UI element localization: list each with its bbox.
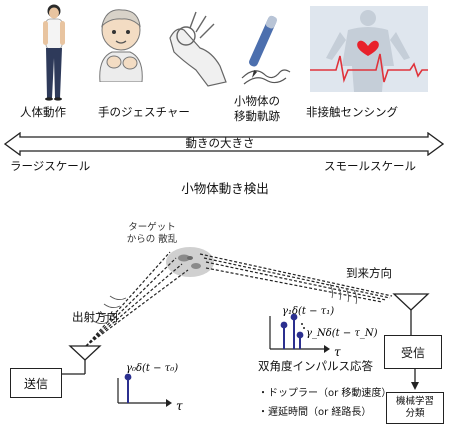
scale-double-arrow — [4, 132, 444, 156]
rx-impulse-plot — [269, 313, 330, 353]
tx-impulse-formula: γ₀δ(t − τ₀) — [126, 363, 178, 374]
target-label: ターゲット からの 散乱 — [126, 222, 178, 246]
feature-delay: ・遅延時間（or 経路長） — [258, 407, 372, 418]
emission-rays — [85, 251, 189, 347]
heart-icon — [357, 40, 379, 56]
human-figure-icon — [43, 4, 65, 101]
tx-antenna-icon — [62, 345, 102, 375]
transmitter-label: 送信 — [23, 376, 48, 391]
label-contactless-sensing: 非接触センシング — [306, 105, 398, 119]
tx-axis-label: τ — [176, 399, 183, 413]
scale-center-label: 動きの大きさ — [185, 136, 255, 150]
receiver-label: 受信 — [400, 345, 425, 360]
vital-sign-body-icon — [310, 6, 428, 92]
transmitter-box: 送信 — [10, 368, 62, 398]
child-gesture-icon — [99, 9, 143, 82]
section-title: 小物体動き検出 — [181, 181, 269, 196]
ml-label-line1: 機械学習 — [395, 396, 434, 408]
scale-left-label: ラージスケール — [10, 159, 91, 173]
ml-classifier-box: 機械学習 分類 — [386, 392, 444, 424]
emit-direction-label: 出射方向 — [72, 310, 118, 324]
rx-antenna-icon — [392, 293, 430, 335]
pen-trajectory-icon — [241, 15, 291, 85]
arrival-rays — [199, 253, 393, 303]
label-human-motion: 人体動作 — [20, 105, 66, 119]
ml-label-line2: 分類 — [405, 408, 425, 419]
hand-gesture-icon — [169, 11, 227, 87]
label-hand-gesture: 手のジェスチャー — [98, 105, 190, 119]
feature-doppler: ・ドップラー（or 移動速度） — [258, 388, 392, 399]
tx-impulse-plot — [117, 373, 172, 407]
arrival-direction-label: 到来方向 — [346, 266, 392, 280]
feature-list: ・ドップラー（or 移動速度） ・遅延時間（or 経路長） — [258, 384, 391, 418]
tx-beam-arcs — [91, 295, 127, 325]
impulse-caption: 双角度インパルス応答 — [258, 359, 373, 373]
rx-formula-n: γ_Nδ(t − τ_N) — [306, 328, 378, 339]
rx-beam-arcs — [329, 283, 358, 305]
receiver-box: 受信 — [384, 335, 442, 369]
scale-right-label: スモールスケール — [324, 159, 416, 173]
label-small-object: 小物体の 移動軌跡 — [234, 94, 280, 123]
rx-axis-label: τ — [334, 345, 341, 359]
rx-formula-1: γ₁δ(t − τ₁) — [282, 306, 334, 317]
